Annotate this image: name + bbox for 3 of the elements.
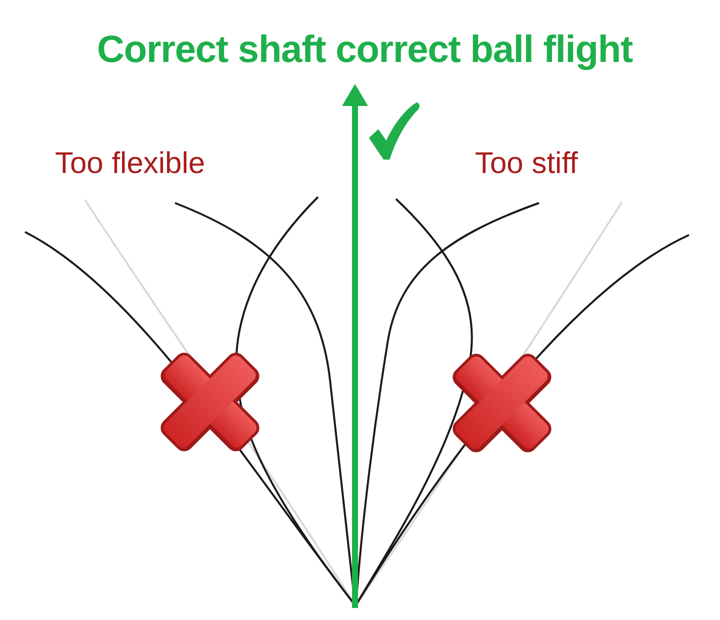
title: Correct shaft correct ball flight: [97, 28, 633, 72]
flight-label: Too flexible: [55, 147, 206, 181]
flight-label: Too stiff: [475, 147, 578, 181]
